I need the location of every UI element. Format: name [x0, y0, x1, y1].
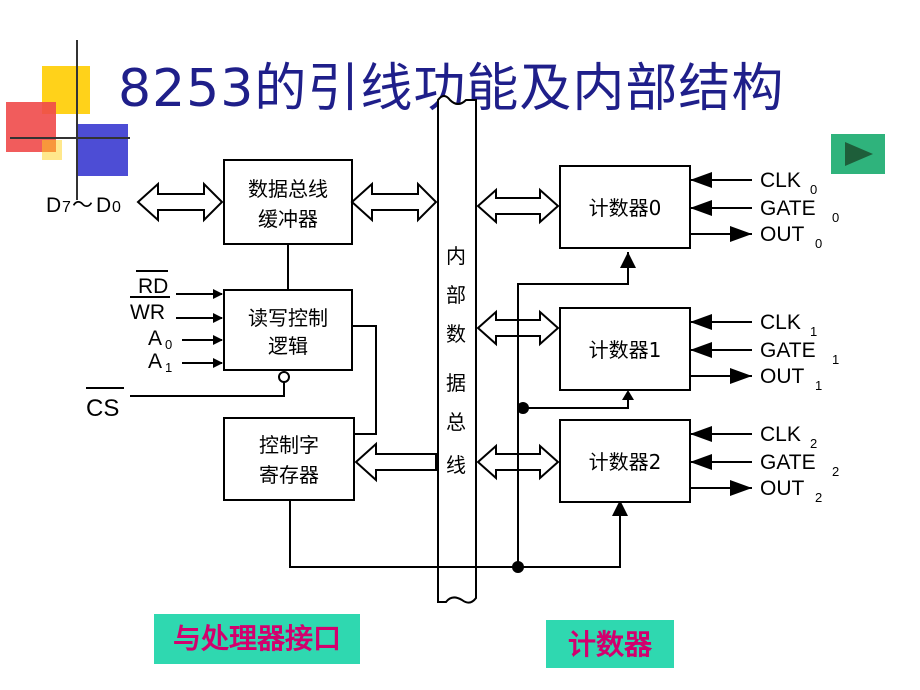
counter-0-block: 计数器0	[559, 165, 691, 249]
counter-2-clk-subscript: 2	[810, 436, 817, 451]
counter-2-out-arrowhead	[730, 480, 752, 496]
counter-1-out-arrowhead	[730, 368, 752, 384]
svg-text:7: 7	[62, 199, 71, 216]
cs-active-low-bubble	[278, 371, 290, 383]
counters-label: 计数器	[546, 620, 674, 668]
counter-0-label: 计数器0	[589, 196, 662, 220]
counter-2-gate-label: GATE	[760, 451, 816, 474]
counter-1-gate-subscript: 1	[832, 352, 839, 367]
rd-pin-label: RD	[138, 275, 168, 298]
counter-1-block: 计数器1	[559, 307, 691, 391]
counter-0-out-arrowhead	[730, 226, 752, 242]
counter-1-out-subscript: 1	[815, 378, 822, 393]
junction-dot-bottom	[512, 561, 524, 573]
data-buffer-line2: 缓冲器	[258, 207, 318, 231]
rw-logic-line2: 逻辑	[268, 334, 308, 358]
junction-dot-middle	[517, 402, 529, 414]
control-word-register-block: 控制字 寄存器	[223, 417, 355, 501]
data-bus-buffer-block: 数据总线 缓冲器	[223, 159, 353, 245]
counter-0-out-label: OUT	[760, 223, 805, 246]
counter-1-clk-arrowhead	[690, 314, 712, 330]
counter-1-gate-label: GATE	[760, 339, 816, 362]
counter-2-label: 计数器2	[589, 450, 662, 474]
counter-2-gate-arrowhead	[690, 454, 712, 470]
counter-2-clk-label: CLK	[760, 423, 801, 446]
double-arrow-external	[136, 181, 224, 223]
read-write-logic-block: 读写控制 逻辑	[223, 289, 353, 371]
counter-1-clk-subscript: 1	[810, 324, 817, 339]
counter-0-gate-subscript: 0	[832, 210, 839, 225]
svg-text:1: 1	[165, 360, 172, 375]
counter-0-out-subscript: 0	[815, 236, 822, 251]
bus-char-3: 数	[446, 322, 466, 346]
bus-char-2: 部	[446, 283, 466, 307]
control-word-line1: 控制字	[259, 433, 319, 457]
counter-0-clk-arrowhead	[690, 172, 712, 188]
control-word-line2: 寄存器	[259, 463, 319, 487]
wr-pin-label: WR	[130, 301, 165, 324]
svg-text:0: 0	[165, 337, 172, 352]
counter-0-clk-subscript: 0	[810, 182, 817, 197]
data-pins-label: D 7 ～ D 0	[46, 194, 121, 217]
svg-text:～: ～	[72, 194, 93, 217]
arrow-bus-control-word	[354, 441, 437, 483]
svg-text:D: D	[96, 194, 111, 217]
double-arrows	[136, 181, 560, 483]
counter-1-clk-label: CLK	[760, 311, 801, 334]
counter-2-out-subscript: 2	[815, 490, 822, 505]
internal-data-bus: 内 部 数 据 总 线	[437, 95, 477, 604]
counter-2-out-label: OUT	[760, 477, 805, 500]
svg-text:D: D	[46, 194, 61, 217]
play-triangle-icon	[845, 142, 873, 166]
counter-1-label: 计数器1	[589, 338, 662, 362]
counter-0-clk-label: CLK	[760, 169, 801, 192]
rw-logic-line1: 读写控制	[248, 306, 328, 330]
data-buffer-line1: 数据总线	[248, 177, 328, 201]
cs-pin-label: CS	[86, 395, 119, 422]
a1-pin-label: A	[148, 350, 162, 373]
bus-char-4: 据	[446, 371, 466, 395]
control-inputs: RD WR A 0 A 1 CS	[86, 270, 290, 422]
next-slide-button[interactable]	[831, 134, 885, 174]
corner-squares-icon	[6, 40, 130, 200]
bus-char-5: 总	[446, 410, 466, 434]
counter-2-gate-subscript: 2	[832, 464, 839, 479]
svg-text:0: 0	[112, 199, 121, 216]
counter-0-gate-label: GATE	[760, 197, 816, 220]
double-arrow-counter0	[476, 187, 560, 225]
counter-2-clk-arrowhead	[690, 426, 712, 442]
counter-1-out-label: OUT	[760, 365, 805, 388]
double-arrow-buffer-bus	[350, 181, 438, 223]
processor-interface-label: 与处理器接口	[154, 614, 360, 664]
bus-char-1: 内	[446, 244, 466, 268]
counter-1-gate-arrowhead	[690, 342, 712, 358]
counter-0-gate-arrowhead	[690, 200, 712, 216]
a0-pin-label: A	[148, 327, 162, 350]
bus-char-6: 线	[446, 453, 466, 477]
counter-2-block: 计数器2	[559, 419, 691, 503]
